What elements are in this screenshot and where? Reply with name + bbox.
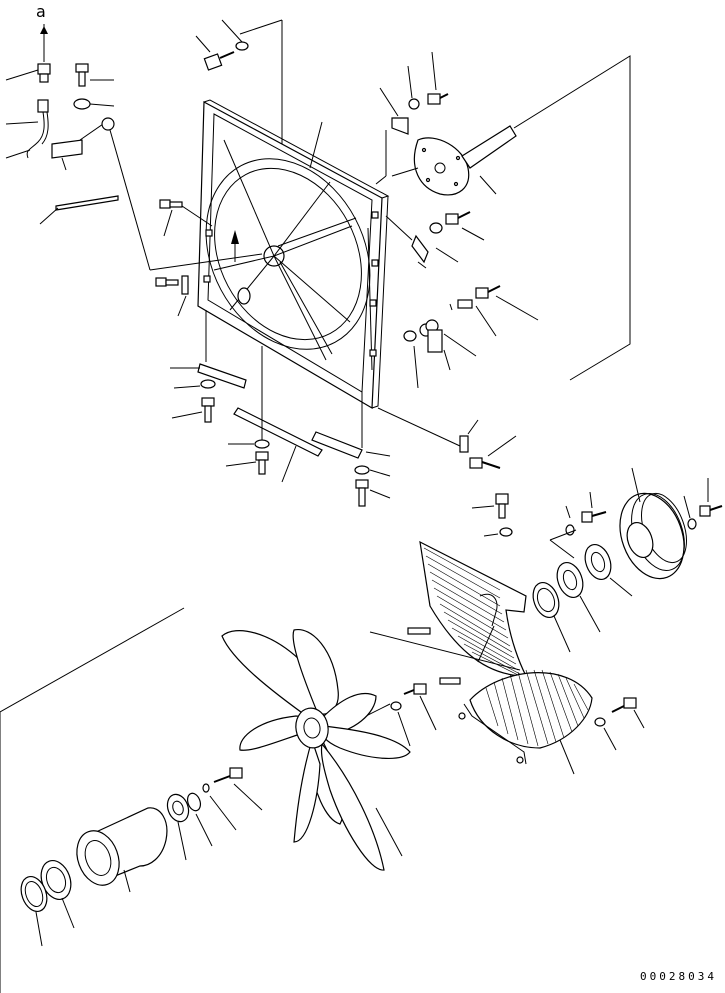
seal-strip [55,195,119,211]
fan-guard-upper [407,540,527,685]
lower-bracket-group [170,310,391,507]
washer [73,98,91,110]
view-reference-marker: a [36,2,46,21]
seal-ring [556,561,584,599]
mid-right-fastener-group [377,211,539,469]
clamp [101,117,115,131]
mounting-bracket [51,139,83,159]
fan-hub [295,707,329,749]
bearing-hub [584,543,612,581]
sensor-harness-group [5,24,151,271]
harness-connector [37,99,49,113]
cooling-fan [221,629,411,871]
spacer-group [0,607,263,993]
bolt-head [229,767,243,779]
left-stud-group [149,199,263,317]
fan-shroud-frame [197,99,390,410]
top-bolt-group [195,19,283,262]
gasket [532,581,560,619]
arrow-up-icon [231,230,239,244]
arrow-up-icon [40,26,48,34]
bolt-head [75,63,89,73]
upper-right-fastener-group [375,51,631,381]
drawing-number: 00028034 [640,970,717,983]
mounting-flange [413,137,470,196]
sensor-body [37,63,51,75]
extension-tube [461,125,517,169]
pulley-group [471,467,723,653]
drive-pulley [619,492,685,580]
fan-guard-lower [369,631,593,775]
